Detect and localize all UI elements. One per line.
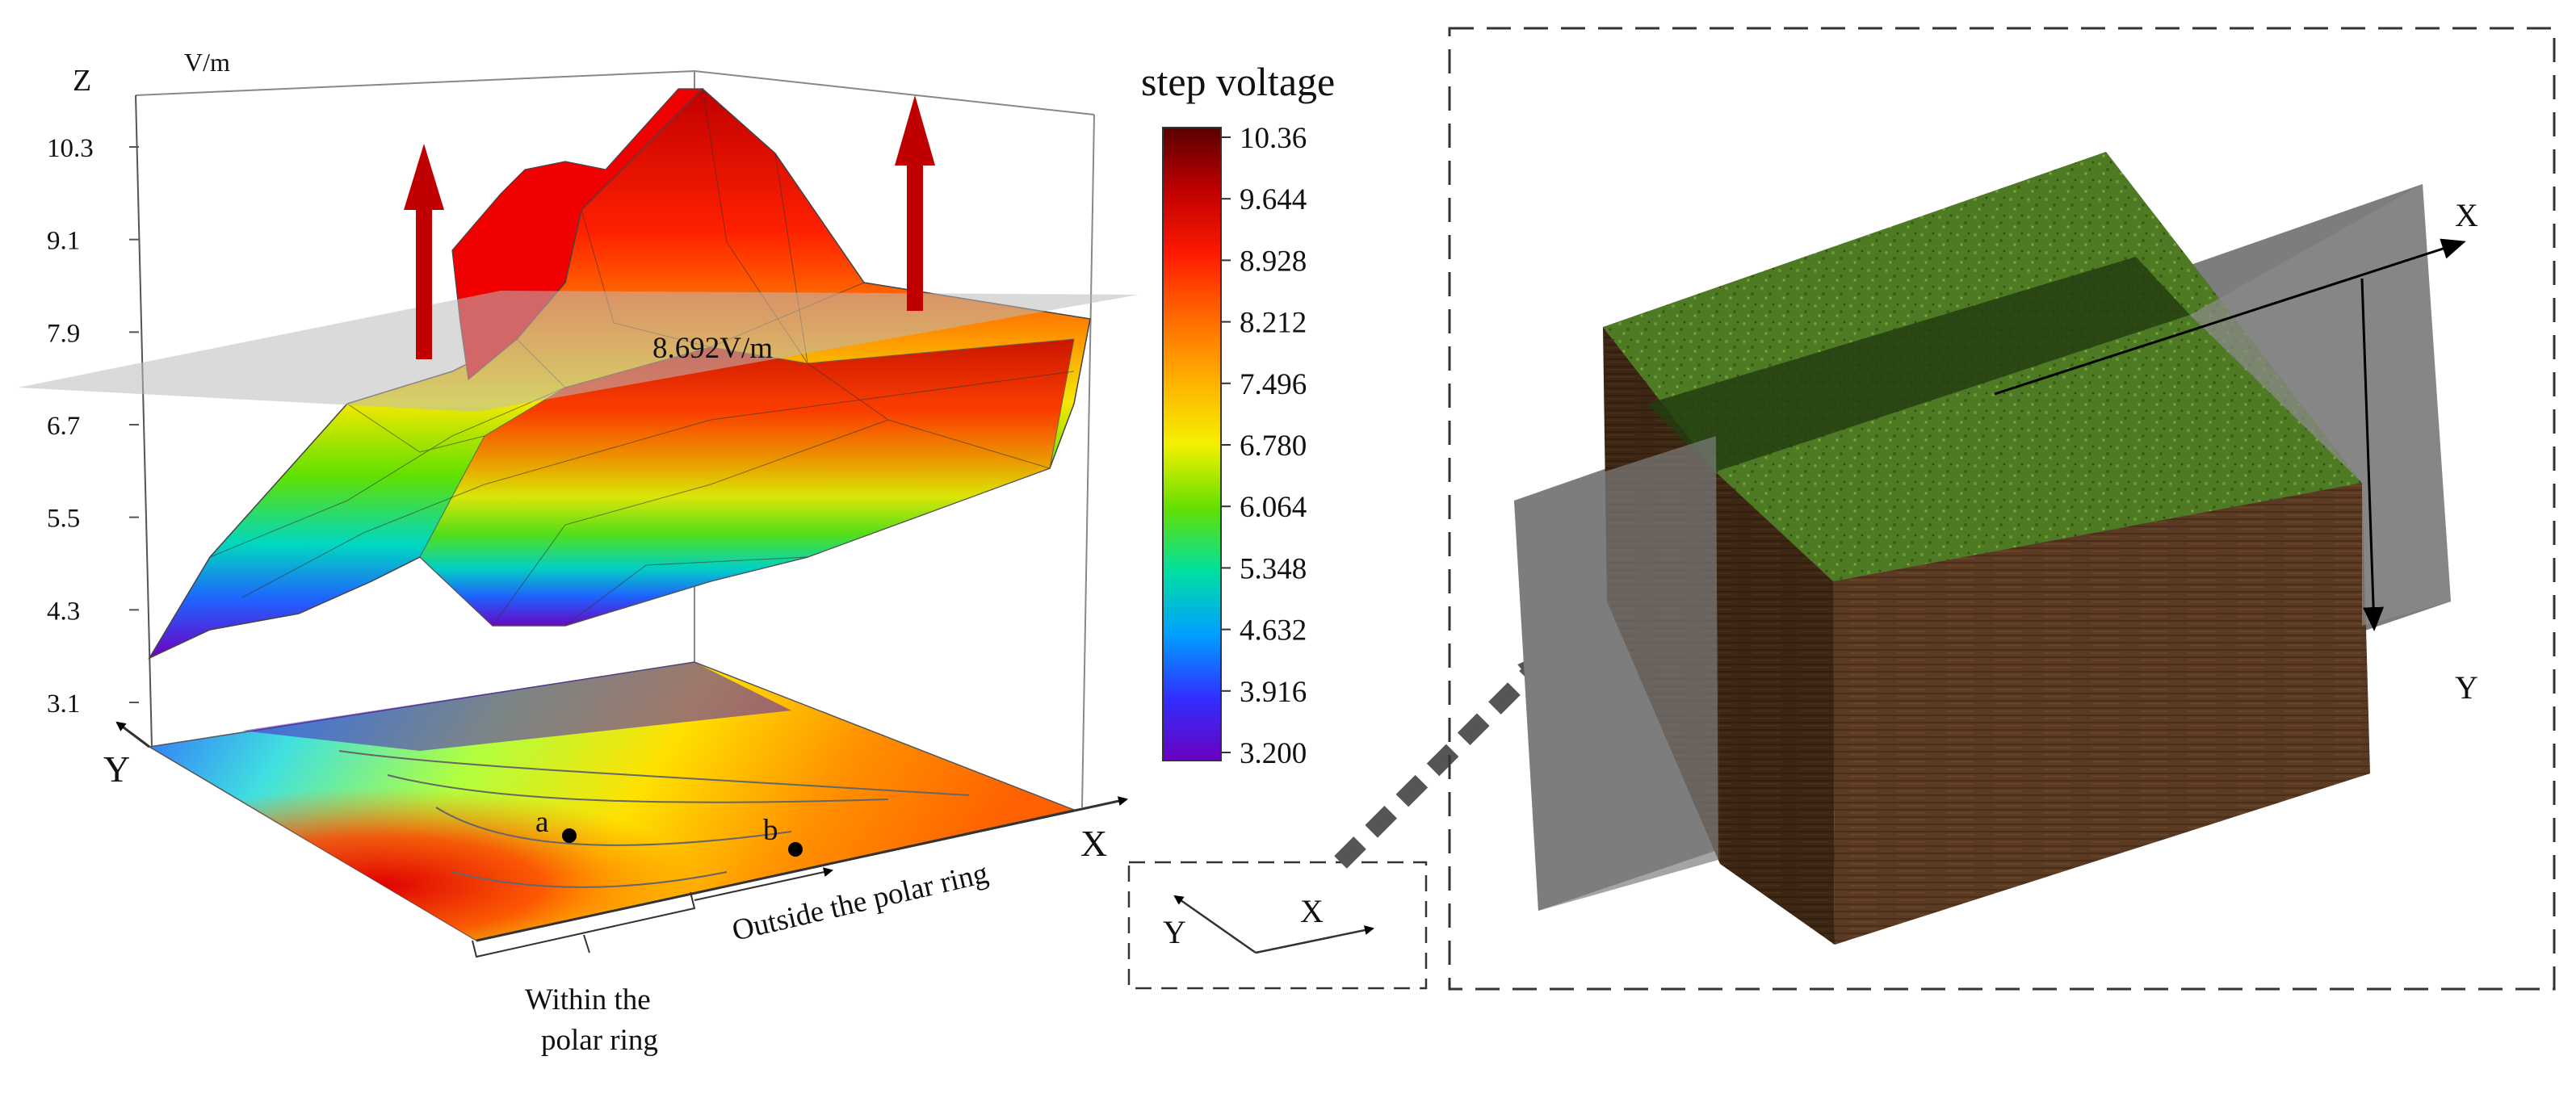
- red-up-arrows: [404, 95, 935, 359]
- colorbar-tick-labels: 10.36 9.644 8.928 8.212 7.496 6.780 6.064 5.348…: [1221, 122, 1307, 770]
- y-axis-arrow: [115, 721, 150, 748]
- inset-y-label: Y: [1163, 914, 1186, 950]
- colorbar-tick-label: 3.200: [1240, 737, 1307, 770]
- colorbar-tick-label: 6.780: [1240, 430, 1307, 463]
- section-plane-front: [1514, 436, 1718, 911]
- colorbar-tick-label: 6.064: [1240, 491, 1307, 524]
- z-tick-label: 10.3: [47, 134, 94, 163]
- orientation-inset: X Y: [1127, 861, 1428, 990]
- colorbar-tick-label: 8.928: [1240, 245, 1307, 278]
- point-a-marker: [562, 828, 577, 843]
- point-b-label: b: [763, 814, 778, 847]
- box-back-top: [135, 69, 1095, 115]
- z-tick-label: 4.3: [47, 597, 80, 626]
- plane-x-label: X: [2455, 197, 2478, 233]
- x-axis-arrow: [476, 796, 1128, 942]
- surface-plot: 8.692V/m Z V/m 10.39.17.96.75.54.33.1 Y …: [18, 48, 1139, 1057]
- colorbar-tick-label: 10.36: [1240, 122, 1307, 155]
- colorbar-gradient: [1162, 127, 1222, 761]
- plane-y-axis: [2360, 278, 2385, 631]
- colorbar-tick-label: 3.916: [1240, 676, 1307, 709]
- colorbar-title: step voltage: [1141, 59, 1335, 104]
- inset-frame: [1127, 861, 1428, 990]
- z-axis-letter: Z: [73, 64, 91, 98]
- z-tick-label: 6.7: [47, 412, 80, 441]
- connector-arrow: [1334, 646, 1557, 869]
- within-label-1: Within the: [525, 983, 651, 1016]
- within-label-2: polar ring: [541, 1024, 658, 1057]
- block-front-face: [1833, 483, 2370, 945]
- inset-x-label: X: [1300, 893, 1324, 929]
- inset-x-arrow: [1255, 925, 1374, 954]
- z-tick-label: 7.9: [47, 319, 80, 348]
- point-b-marker: [788, 842, 803, 857]
- plane-y-label: Y: [2455, 669, 2478, 706]
- box-right-edge: [1081, 114, 1095, 808]
- plane-x-axis: [1994, 238, 2466, 396]
- floor-contour-map: [147, 661, 1076, 941]
- colorbar-tick-label: 4.632: [1240, 614, 1307, 648]
- soil-block-diagram: X Y: [1448, 27, 2556, 991]
- colorbar-tick-label: 9.644: [1240, 183, 1307, 216]
- threshold-label: 8.692V/m: [652, 332, 773, 365]
- colorbar-tick-label: 7.496: [1240, 368, 1307, 401]
- region-brackets: [472, 867, 833, 958]
- z-tick-label: 3.1: [47, 690, 80, 719]
- diagram-frame: [1448, 27, 2556, 991]
- y-axis-letter: Y: [103, 748, 130, 790]
- z-tick-labels: 10.3 9.1 7.9 6.7 5.5 4.3 3.1: [47, 134, 139, 719]
- threshold-plane: [18, 291, 1139, 412]
- point-a-label: a: [535, 806, 548, 839]
- z-unit: V/m: [184, 48, 230, 77]
- colorbar: step voltage 10.36 9.644 8.928 8.212 7.496 6.…: [1141, 59, 1335, 770]
- x-axis-letter: X: [1080, 823, 1107, 864]
- z-tick-label: 9.1: [47, 227, 80, 256]
- colorbar-tick-label: 8.212: [1240, 307, 1307, 340]
- trench-strip: [1647, 257, 2190, 472]
- inset-y-arrow: [1173, 895, 1257, 954]
- colorbar-tick-label: 5.348: [1240, 552, 1307, 585]
- z-tick-label: 5.5: [47, 505, 80, 534]
- z-axis: [135, 94, 153, 748]
